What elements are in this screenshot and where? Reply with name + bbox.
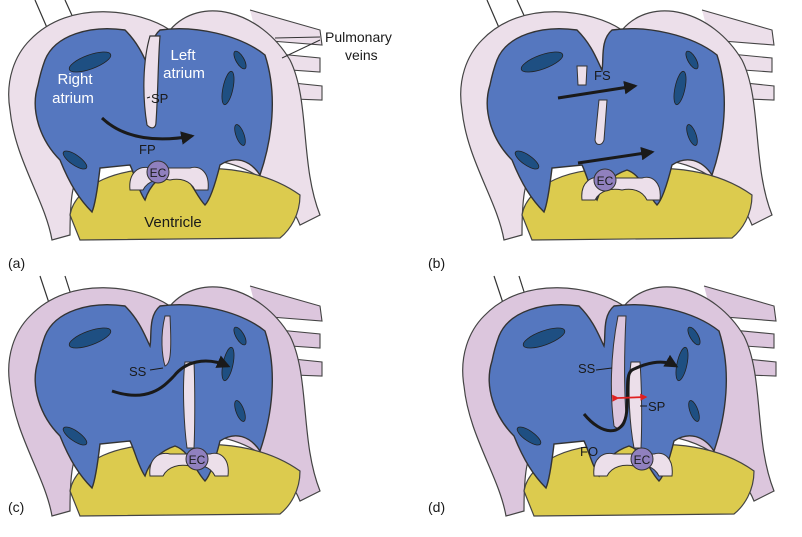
right-atrium-label-1: Right: [57, 71, 93, 88]
left-atrium-label-2: atrium: [163, 65, 205, 82]
left-atrium-label-1: Left: [170, 47, 196, 64]
ec-label-a: EC: [150, 166, 167, 180]
panel-b: EC FS (b): [428, 0, 774, 271]
fs-label: FS: [594, 68, 611, 83]
ec-label-b: EC: [597, 174, 614, 188]
ec-label-c: EC: [189, 453, 206, 467]
right-atrium-label-2: atrium: [52, 90, 94, 107]
panel-a: EC Right atrium Left atrium SP FP Ventri…: [8, 0, 322, 271]
septum-secundum-c: [162, 316, 171, 366]
panel-d: EC SS SP FO (d): [428, 276, 776, 516]
shunt-arrow-red: [618, 397, 646, 398]
panel-a-tag: (a): [8, 255, 25, 271]
ec-label-d: EC: [634, 453, 651, 467]
ss-label-d: SS: [578, 361, 596, 376]
ss-label-c: SS: [129, 364, 147, 379]
ventricle-label: Ventricle: [144, 214, 202, 231]
fp-label-a: FP: [139, 142, 156, 157]
pulmonary-label-2: veins: [345, 47, 378, 63]
fo-label: FO: [580, 444, 598, 459]
panel-b-tag: (b): [428, 255, 445, 271]
panel-c: EC SS (c): [8, 276, 322, 516]
sp-label-d: SP: [648, 399, 665, 414]
septum-primum-b-upper: [577, 66, 587, 85]
pulmonary-label-1: Pulmonary: [325, 29, 392, 45]
sp-label-a: SP: [151, 91, 168, 106]
panel-c-tag: (c): [8, 499, 24, 515]
septum-primum-c: [184, 362, 195, 448]
panel-d-tag: (d): [428, 499, 445, 515]
